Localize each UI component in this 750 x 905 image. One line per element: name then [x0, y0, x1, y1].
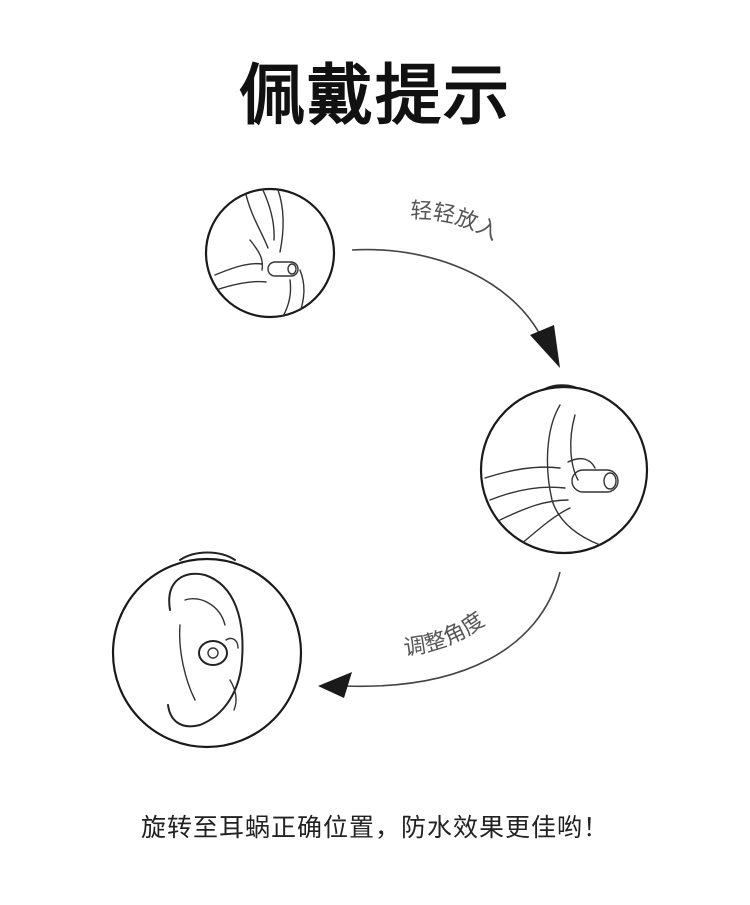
step1-label: 轻轻放入: [410, 199, 503, 246]
step2-illustration: [479, 384, 649, 555]
arrow-step1-to-step2: [351, 248, 560, 368]
arrow-step2-to-step3: [318, 571, 561, 698]
page-title: 佩戴提示: [239, 57, 511, 134]
step1-illustration: [204, 187, 336, 319]
step3-illustration: [111, 551, 303, 749]
instruction-caption: 旋转至耳蜗正确位置，防水效果更佳哟！: [140, 813, 609, 842]
step2-label: 调整角度: [402, 608, 489, 662]
